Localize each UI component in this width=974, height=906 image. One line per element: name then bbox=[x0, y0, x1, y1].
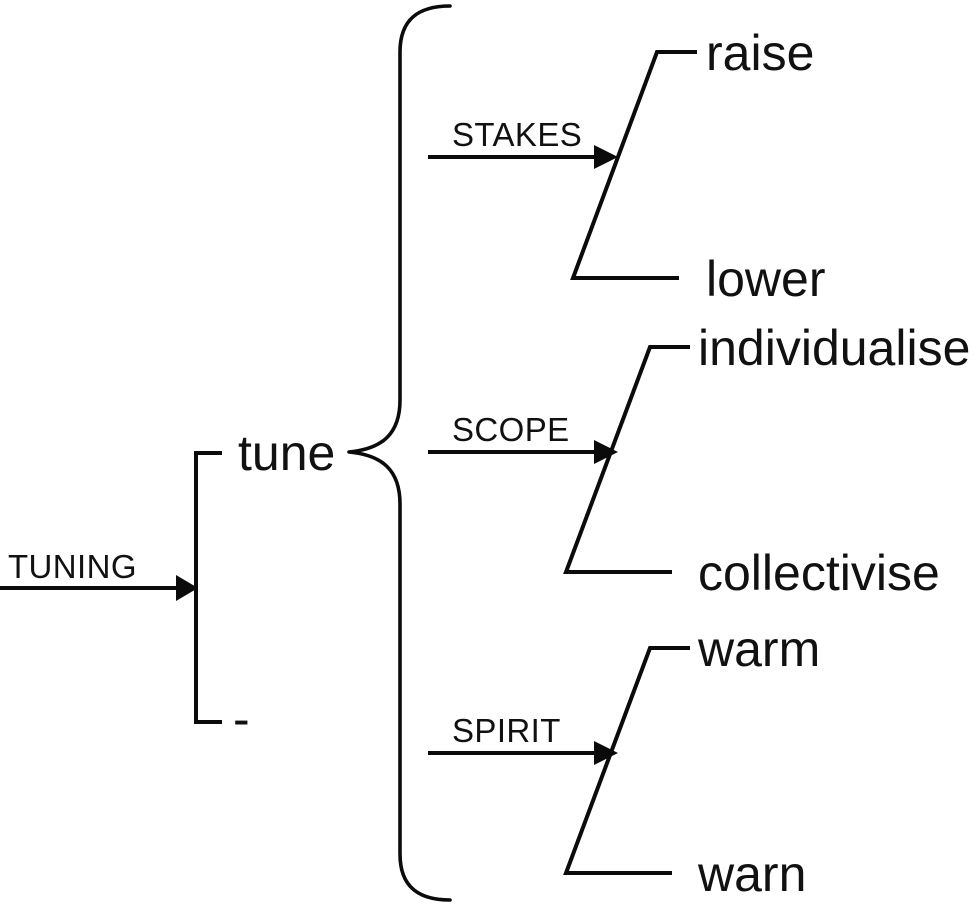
scope-slanted-bracket bbox=[563, 345, 690, 574]
root-bracket-path bbox=[194, 451, 222, 724]
branch-frame-label-stakes: STAKES bbox=[452, 116, 582, 153]
main-curly-brace-path bbox=[347, 4, 452, 902]
leaf-value-individualise: individualise bbox=[698, 320, 970, 376]
stakes-slanted-bracket bbox=[570, 50, 697, 280]
root-lexeme-tune: tune bbox=[238, 425, 335, 481]
leaf-value-raise: raise bbox=[706, 25, 814, 81]
branch-frame-label-scope: SCOPE bbox=[452, 411, 570, 448]
branch-frame-label-spirit: SPIRIT bbox=[452, 712, 561, 749]
main-curly-brace bbox=[347, 4, 452, 902]
branch-spirit bbox=[428, 646, 690, 875]
stakes-arrow-head bbox=[594, 145, 618, 169]
tuning-arrow-group bbox=[0, 575, 198, 601]
leaf-value-warm: warm bbox=[697, 621, 820, 677]
root-bracket bbox=[194, 451, 222, 724]
root-frame-label: TUNING bbox=[8, 548, 137, 585]
spirit-arrow-head bbox=[594, 741, 618, 765]
leaf-value-lower: lower bbox=[706, 251, 825, 307]
branch-stakes bbox=[428, 50, 697, 280]
tuning-arrow-head bbox=[176, 575, 198, 601]
root-empty-slot-dash: - bbox=[233, 691, 250, 747]
leaf-value-collectivise: collectivise bbox=[698, 545, 940, 601]
scope-arrow-head bbox=[594, 440, 618, 464]
branch-scope bbox=[428, 345, 690, 574]
spirit-slanted-bracket bbox=[563, 646, 690, 875]
leaf-value-warn: warn bbox=[697, 846, 806, 902]
